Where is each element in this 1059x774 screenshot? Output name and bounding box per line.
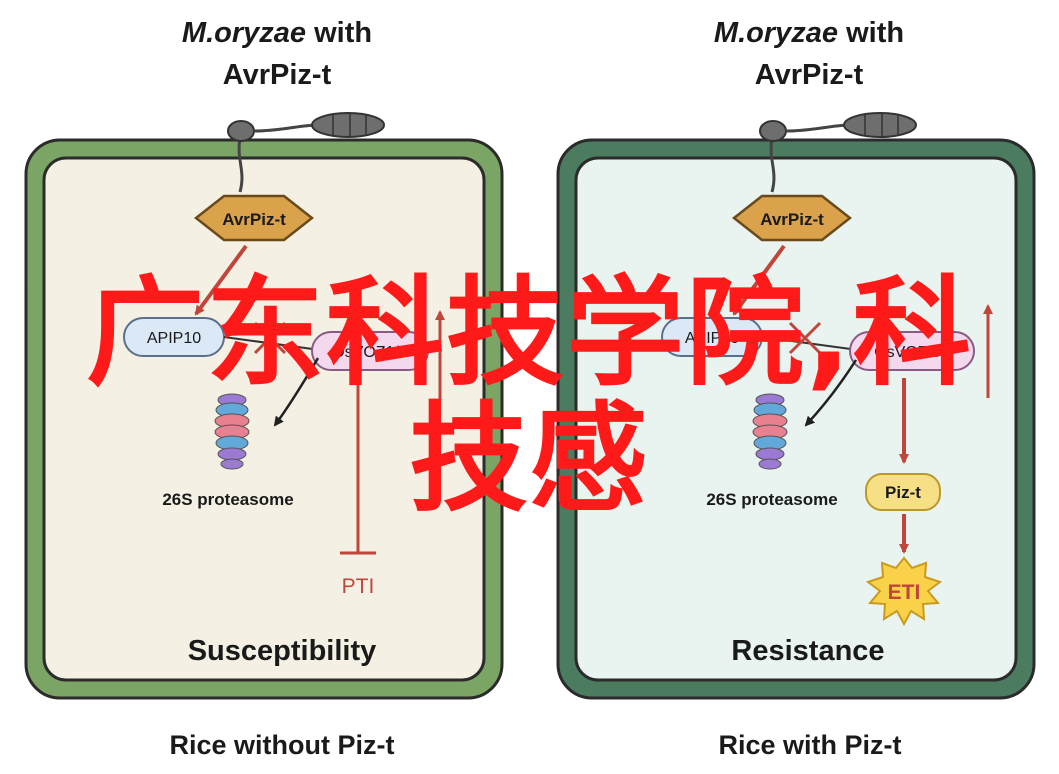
left-apip-label: APIP10 bbox=[147, 330, 201, 347]
right-caption: Rice with Piz-t bbox=[718, 730, 901, 760]
right-title-line2: AvrPiz-t bbox=[755, 59, 864, 91]
right-apip-label: APIP10 bbox=[685, 330, 739, 347]
left-osvoz-shape bbox=[311, 331, 429, 371]
right-immunity-label: ETI bbox=[888, 581, 921, 604]
left-proteasome-icon bbox=[214, 393, 250, 470]
right-outcome-label: Resistance bbox=[731, 635, 884, 667]
left-link-line bbox=[223, 336, 321, 351]
right-cross-icon bbox=[788, 321, 822, 355]
left-cross-icon bbox=[253, 321, 287, 355]
left-osvoz-label: OsVOZ1/2 bbox=[332, 344, 408, 361]
left-fungus-icon bbox=[227, 112, 385, 193]
left-proteasome-label: 26S proteasome bbox=[162, 490, 293, 509]
right-panel: M.oryzae with AvrPiz-t AvrPiz-t APIP10 O… bbox=[556, 17, 1036, 760]
left-effector-arrow bbox=[194, 244, 248, 316]
right-proteasome-icon bbox=[752, 393, 788, 470]
right-eti-burst bbox=[865, 556, 943, 627]
right-osvoz-label: OsVOZ1/2 bbox=[874, 344, 950, 361]
left-title-line2: AvrPiz-t bbox=[223, 59, 332, 91]
right-effector-arrow bbox=[732, 244, 786, 316]
right-proteasome-label: 26S proteasome bbox=[706, 490, 837, 509]
right-osvoz-shape bbox=[849, 331, 975, 371]
right-effector-label: AvrPiz-t bbox=[760, 210, 824, 229]
left-effector-shape bbox=[193, 194, 315, 242]
left-title-line1: M.oryzae with bbox=[182, 17, 372, 49]
right-pizt-label: Piz-t bbox=[885, 483, 921, 502]
left-degradation-arrow bbox=[273, 357, 320, 427]
right-fungus-icon bbox=[759, 112, 917, 193]
left-outcome-label: Susceptibility bbox=[188, 635, 377, 667]
left-effector-label: AvrPiz-t bbox=[222, 210, 286, 229]
left-immunity-label: PTI bbox=[342, 575, 375, 598]
right-degradation-arrow bbox=[804, 359, 858, 427]
left-panel: M.oryzae with AvrPiz-t AvrPiz-t APIP10 O… bbox=[24, 17, 504, 760]
right-title-line1: M.oryzae with bbox=[714, 17, 904, 49]
right-pizt-shape bbox=[865, 473, 941, 511]
left-caption: Rice without Piz-t bbox=[170, 730, 395, 760]
left-cell-interior bbox=[42, 156, 486, 682]
right-effector-shape bbox=[731, 194, 853, 242]
